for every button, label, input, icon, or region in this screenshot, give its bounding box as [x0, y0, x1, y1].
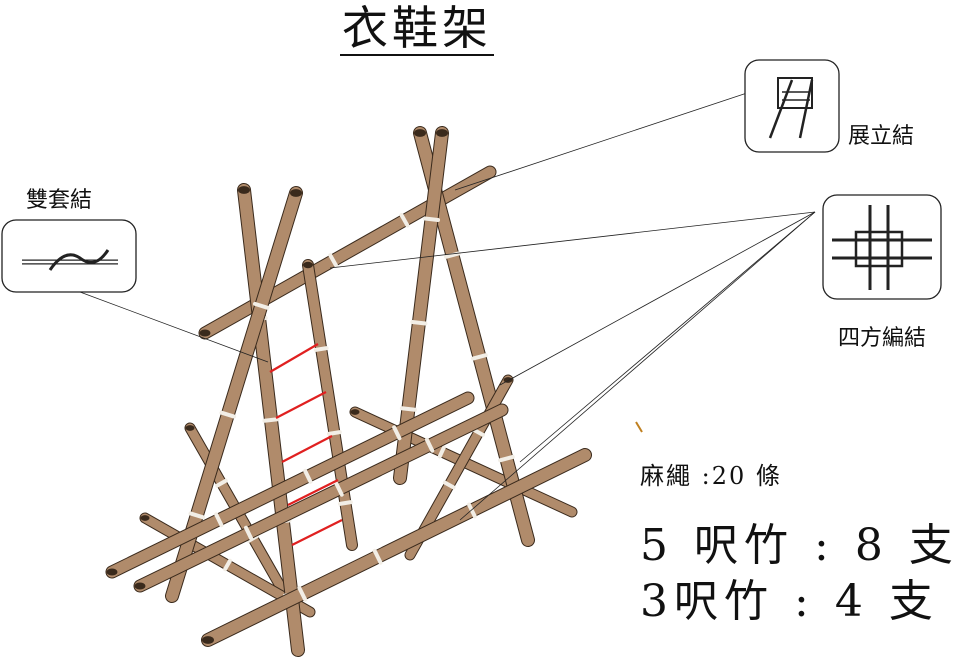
- pole-body: [134, 404, 508, 592]
- bamboo-node: [313, 346, 329, 352]
- rope-rung: [287, 479, 339, 506]
- pole-end-cap: [350, 409, 360, 415]
- red-lashing-ropes: [269, 343, 343, 546]
- pole-end-cap: [185, 425, 195, 431]
- leader-line: [454, 91, 751, 191]
- bamboo-3ft-qty: 4: [834, 576, 869, 627]
- square-lashing-thumbnail: [822, 194, 942, 300]
- standing-lash-thumbnail: [744, 59, 840, 153]
- leader-line: [499, 211, 816, 386]
- bamboo-3ft-unit: 支: [888, 576, 939, 627]
- bamboo-node: [337, 500, 353, 506]
- bamboo-node: [328, 253, 339, 268]
- bamboo-node: [243, 525, 254, 541]
- pole-end-cap: [303, 261, 313, 269]
- rope-qty: 20: [711, 462, 747, 490]
- bamboo-node: [188, 511, 206, 520]
- bamboo-node: [399, 406, 417, 412]
- rope-name: 麻繩: [640, 462, 692, 490]
- bamboo-node: [399, 213, 410, 228]
- bamboo-5ft-spec: 5 呎竹 : 8 支: [640, 522, 959, 570]
- bamboo-3ft-spec: 3呎竹 : 4 支: [640, 578, 939, 626]
- bamboo-node: [262, 417, 280, 423]
- rope-spec: 麻繩 :20 條: [640, 456, 782, 491]
- bamboo-node: [334, 481, 344, 497]
- bamboo-node: [219, 410, 237, 419]
- bamboo-node: [444, 251, 461, 259]
- ladder-pole: [302, 259, 358, 551]
- lower-bar-1: [105, 391, 475, 579]
- bamboo-node: [442, 480, 456, 490]
- bamboo-poles: [105, 126, 592, 657]
- front-bottom-bar: [201, 448, 592, 647]
- small-tick-mark: [635, 421, 643, 433]
- leader-line: [79, 291, 269, 363]
- rope-unit: 條: [755, 462, 782, 490]
- bamboo-3ft-sep: :: [794, 576, 815, 627]
- square-lash-standing-knot-label: 展立結: [848, 124, 915, 149]
- square-lashing-knot-label: 四方編結: [838, 326, 927, 351]
- bamboo-node: [214, 512, 224, 528]
- pole-end-cap: [414, 129, 426, 137]
- pole-end-cap: [436, 129, 448, 137]
- bamboo-node: [372, 548, 383, 565]
- bamboo-node: [472, 428, 485, 437]
- leader-line: [519, 211, 816, 463]
- leader-line: [459, 211, 816, 521]
- bamboo-3ft-name: 呎竹: [674, 576, 774, 627]
- bamboo-node: [215, 478, 228, 488]
- pole-end-cap: [134, 582, 146, 590]
- pole-body: [106, 392, 474, 578]
- double-hitch-knot-label: 雙套結: [26, 188, 93, 213]
- page-title: 衣鞋架: [340, 1, 494, 56]
- pole-body: [202, 449, 591, 646]
- bamboo-node: [223, 558, 232, 572]
- bamboo-node: [326, 430, 342, 436]
- bamboo-node: [437, 445, 446, 459]
- bamboo-node: [498, 454, 515, 463]
- bamboo-node: [392, 425, 402, 441]
- bamboo-node: [466, 502, 477, 519]
- pole-end-cap: [199, 329, 211, 337]
- bamboo-5ft-length: 5: [640, 520, 674, 571]
- knot-rope-sketch: [48, 249, 110, 271]
- bamboo-5ft-sep: :: [814, 520, 835, 571]
- left-leg-rear: [237, 183, 305, 657]
- lower-bar-2: [133, 403, 509, 593]
- bamboo-node: [303, 468, 313, 484]
- pole-end-cap: [106, 568, 118, 576]
- pole-end-cap: [140, 515, 150, 521]
- bamboo-5ft-unit: 支: [908, 520, 959, 571]
- rope-sep: :: [701, 462, 712, 490]
- knot-wrap-sketch: [854, 230, 904, 268]
- rope-rung: [269, 343, 319, 373]
- pole-body: [303, 260, 357, 550]
- bamboo-node: [422, 216, 441, 223]
- pole-body: [394, 127, 448, 484]
- pole-end-cap: [290, 189, 302, 197]
- rope-rung: [275, 391, 327, 419]
- bamboo-5ft-qty: 8: [854, 520, 889, 571]
- knot-leg-sketch: [798, 79, 814, 139]
- pole-end-cap: [202, 636, 214, 644]
- bamboo-node: [471, 353, 488, 361]
- callout-leader-lines: [79, 91, 816, 521]
- rope-rung: [281, 435, 333, 463]
- leader-line: [329, 211, 816, 269]
- right-leg-front: [393, 126, 449, 485]
- knot-wrap-sketch: [782, 91, 810, 109]
- rope-rung: [291, 519, 343, 546]
- bamboo-node: [410, 319, 428, 326]
- knot-thumbnails: [1, 59, 942, 300]
- bamboo-5ft-name: 呎竹: [694, 520, 794, 571]
- bamboo-3ft-length: 3: [640, 576, 674, 627]
- bamboo-node: [297, 585, 308, 602]
- pole-end-cap: [238, 186, 250, 194]
- bamboo-node: [252, 301, 270, 310]
- bamboo-node: [424, 437, 435, 453]
- knot-leg-sketch: [768, 79, 794, 139]
